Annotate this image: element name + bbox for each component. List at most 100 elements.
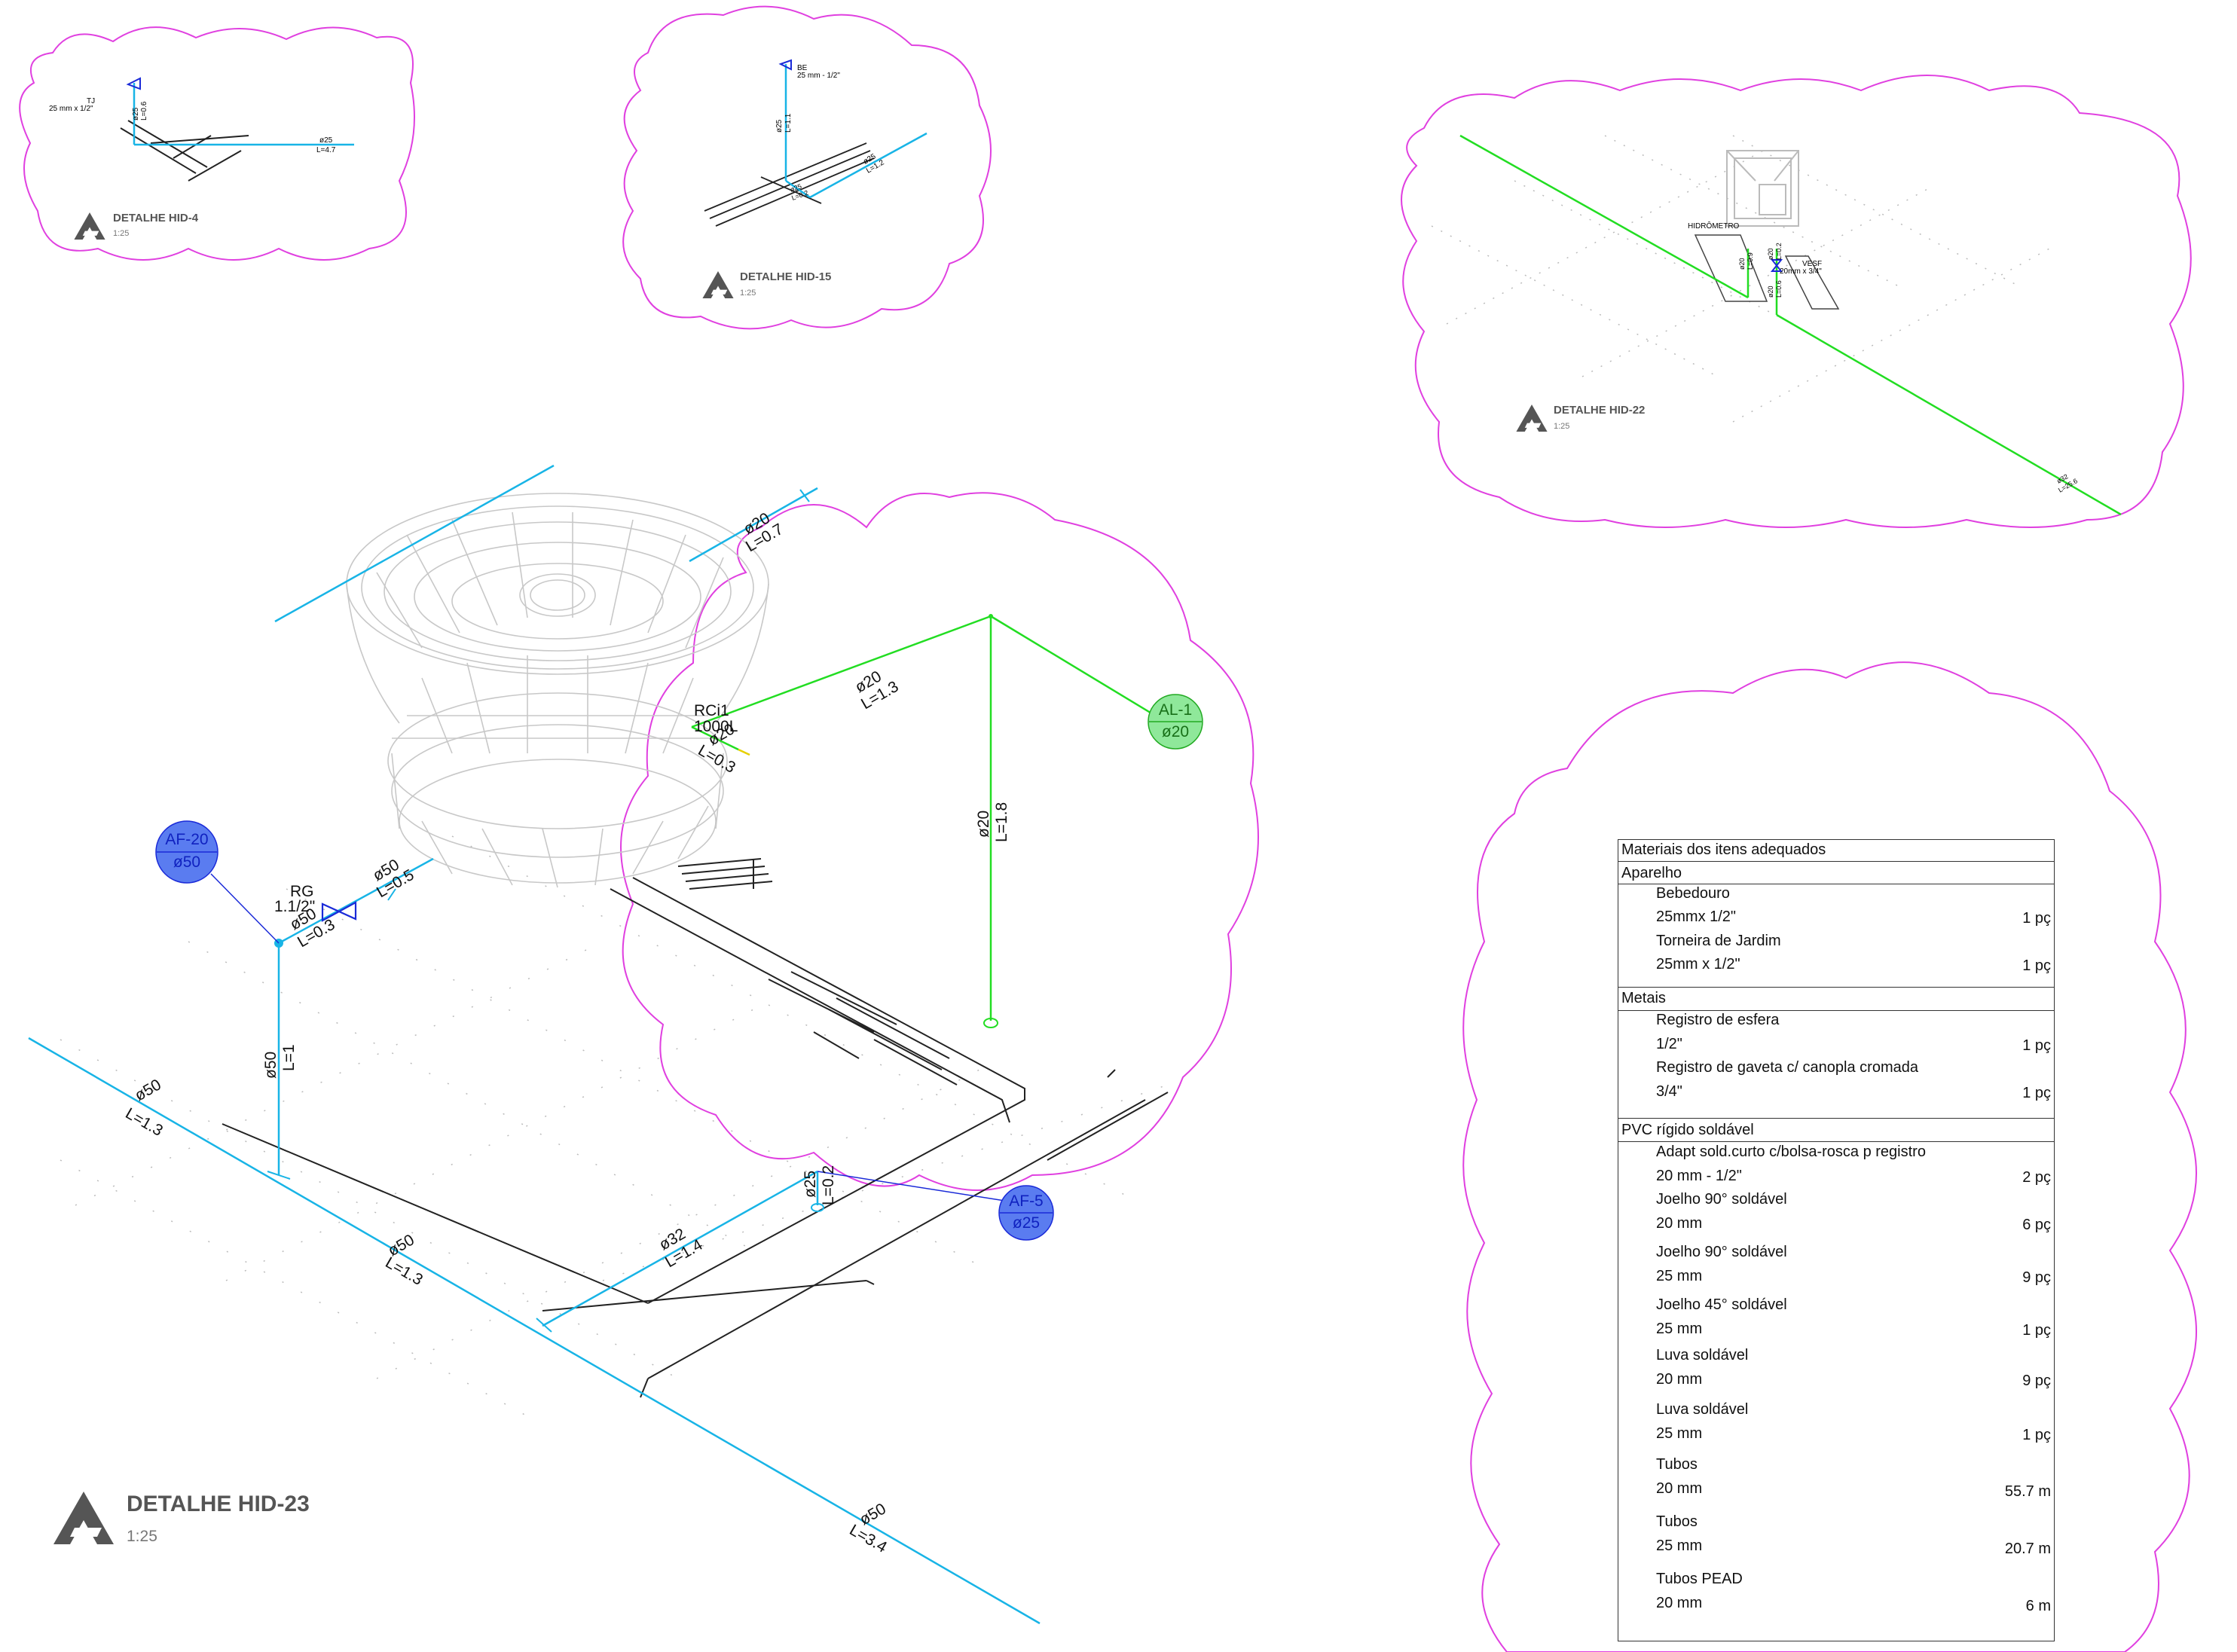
item-name: Luva soldável <box>1656 1347 1749 1363</box>
item-qty: 20.7 m <box>2004 1541 2051 1557</box>
hid23-scale: 1:25 <box>127 1528 157 1545</box>
af5-code: AF-5 <box>1009 1192 1044 1210</box>
item-qty: 1 pç <box>2022 1427 2051 1443</box>
item-name: Tubos <box>1656 1513 1698 1530</box>
cloud-materials <box>1462 661 2197 1652</box>
callout-af20[interactable]: AF-20 ø50 <box>155 820 219 884</box>
hid23-stub-cap <box>811 1203 824 1212</box>
item-qty: 1 pç <box>2022 1085 2051 1101</box>
hid15-fitting-code: BE <box>797 64 808 72</box>
item-spec: 20 mm <box>1656 1480 1703 1497</box>
hid4-run-len: L=4.7 <box>316 146 336 154</box>
hid22-title: DETALHE HID-22 <box>1554 404 1645 417</box>
hid4-riser-len: L=0.6 <box>140 101 148 121</box>
item-name: Tubos PEAD <box>1656 1571 1743 1587</box>
item-qty: 1 pç <box>2022 957 2051 974</box>
detail-hid23: ø20 L=0.7 RCi1 1000L ø20 L=0.3 ø20 L=1.3… <box>28 464 1203 1625</box>
hid22-meter-label: HIDRÔMETRO <box>1688 221 1740 231</box>
hid22-riser-len: L=0.9 <box>1747 252 1754 270</box>
hid15-pipes <box>784 64 927 199</box>
item-name: Adapt sold.curto c/bolsa-rosca p registr… <box>1656 1144 1926 1160</box>
hid15-riser-len: L=1.1 <box>784 113 793 133</box>
table-divider <box>1618 1010 2054 1011</box>
reservoir-code: RCi1 <box>694 702 729 719</box>
hid22-green-pipes <box>1459 134 2122 516</box>
af20-code: AF-20 <box>165 831 208 848</box>
item-spec: 20 mm <box>1656 1595 1703 1611</box>
reservoir-capacity: 1000L <box>694 718 738 735</box>
item-spec: 25 mm <box>1656 1425 1703 1442</box>
hid22-meter-box <box>1726 150 1799 227</box>
al1-dia: ø20 <box>1162 723 1189 740</box>
item-spec: 25mmx 1/2" <box>1656 908 1737 925</box>
callout-af5[interactable]: AF-5 ø25 <box>998 1185 1054 1241</box>
hid23-cold-water-pipes <box>28 464 1041 1625</box>
hid22-scale: 1:25 <box>1554 422 1569 431</box>
section-metais: Metais <box>1621 990 1666 1006</box>
hid23-logo-icon <box>53 1492 114 1544</box>
materials-title: Materiais dos itens adequados <box>1621 841 1826 858</box>
item-name: Joelho 90° soldável <box>1656 1191 1787 1208</box>
item-qty: 55.7 m <box>2004 1483 2051 1500</box>
item-qty: 2 pç <box>2022 1169 2051 1186</box>
hid15-elbow-dia: ø25 <box>789 182 802 194</box>
hid22-riser2-len: L=0.2 <box>1775 243 1783 260</box>
hid15-structure-lines <box>704 142 875 227</box>
item-qty: 1 pç <box>2022 1037 2051 1054</box>
hid4-scale: 1:25 <box>113 229 129 238</box>
item-spec: 20 mm - 1/2" <box>1656 1168 1742 1184</box>
rg-ball-valve-icon[interactable] <box>321 901 357 922</box>
reservoir-wireframe <box>346 493 769 888</box>
item-name: Tubos <box>1656 1456 1698 1473</box>
item-name: Registro de gaveta c/ canopla cromada <box>1656 1059 1918 1076</box>
item-name: Luva soldável <box>1656 1401 1749 1418</box>
hid4-fitting-code: TJ <box>87 97 95 105</box>
af20-leader-line <box>210 873 280 944</box>
table-divider <box>1618 1118 2054 1119</box>
section-pvc: PVC rígido soldável <box>1621 1122 1754 1138</box>
stub-dia: ø25 <box>802 1171 819 1198</box>
hid22-riser-dia: ø20 <box>1738 258 1746 270</box>
hid15-fitting-spec: 25 mm - 1/2" <box>797 72 840 80</box>
materials-table: Materiais dos itens adequados Aparelho B… <box>1618 839 2055 1641</box>
hid4-logo-icon <box>74 212 105 240</box>
hid23-green-cap <box>983 1018 998 1028</box>
green-riser-len: L=1.8 <box>993 802 1010 842</box>
item-qty: 1 pç <box>2022 910 2051 927</box>
al1-code: AL-1 <box>1159 701 1192 719</box>
detail-hid15: BE 25 mm - 1/2" ø25 L=1.1 ø25 L=0.2 ø25 … <box>702 59 927 298</box>
green-riser-dia: ø20 <box>975 811 992 838</box>
main-a-len: L=1.3 <box>123 1104 167 1139</box>
item-spec: 25 mm <box>1656 1268 1703 1284</box>
hid22-down-dia: ø20 <box>1767 286 1774 298</box>
af5-leader-line <box>817 1171 1010 1202</box>
item-spec: 25 mm <box>1656 1537 1703 1554</box>
item-qty: 6 m <box>2025 1598 2051 1614</box>
hid22-valve-spec: 20mm x 3/4" <box>1780 267 1822 276</box>
hid23-yellow-outlet <box>738 748 750 756</box>
item-qty: 9 pç <box>2022 1269 2051 1286</box>
item-spec: 20 mm <box>1656 1371 1703 1388</box>
cloud-hid4 <box>19 26 415 261</box>
callout-al1[interactable]: AL-1 ø20 <box>1148 694 1203 750</box>
rg-valve-size: 1.1/2" <box>274 898 315 915</box>
hid23-structure-lines <box>222 858 1169 1398</box>
revision-clouds <box>19 5 2197 1652</box>
hid22-logo-icon <box>1516 405 1548 432</box>
item-qty: 1 pç <box>2022 1322 2051 1339</box>
hid4-fitting-spec: 25 mm x 1/2" <box>49 105 93 113</box>
hid23-pipe-ticks <box>267 489 810 1333</box>
riser-dia: ø50 <box>262 1052 280 1079</box>
af5-dia: ø25 <box>1013 1214 1040 1232</box>
hid23-green-pipes <box>691 615 1154 1021</box>
hid4-title: DETALHE HID-4 <box>113 212 199 224</box>
item-qty: 9 pç <box>2022 1373 2051 1389</box>
hid4-fixture-icon <box>126 77 141 90</box>
item-qty: 6 pç <box>2022 1217 2051 1233</box>
stub-len: L=0.2 <box>820 1165 837 1205</box>
section-aparelho: Aparelho <box>1621 865 1682 881</box>
cloud-hid22 <box>1401 75 2192 528</box>
hid15-riser-dia: ø25 <box>775 119 784 133</box>
hid4-run-dia: ø25 <box>319 136 333 145</box>
